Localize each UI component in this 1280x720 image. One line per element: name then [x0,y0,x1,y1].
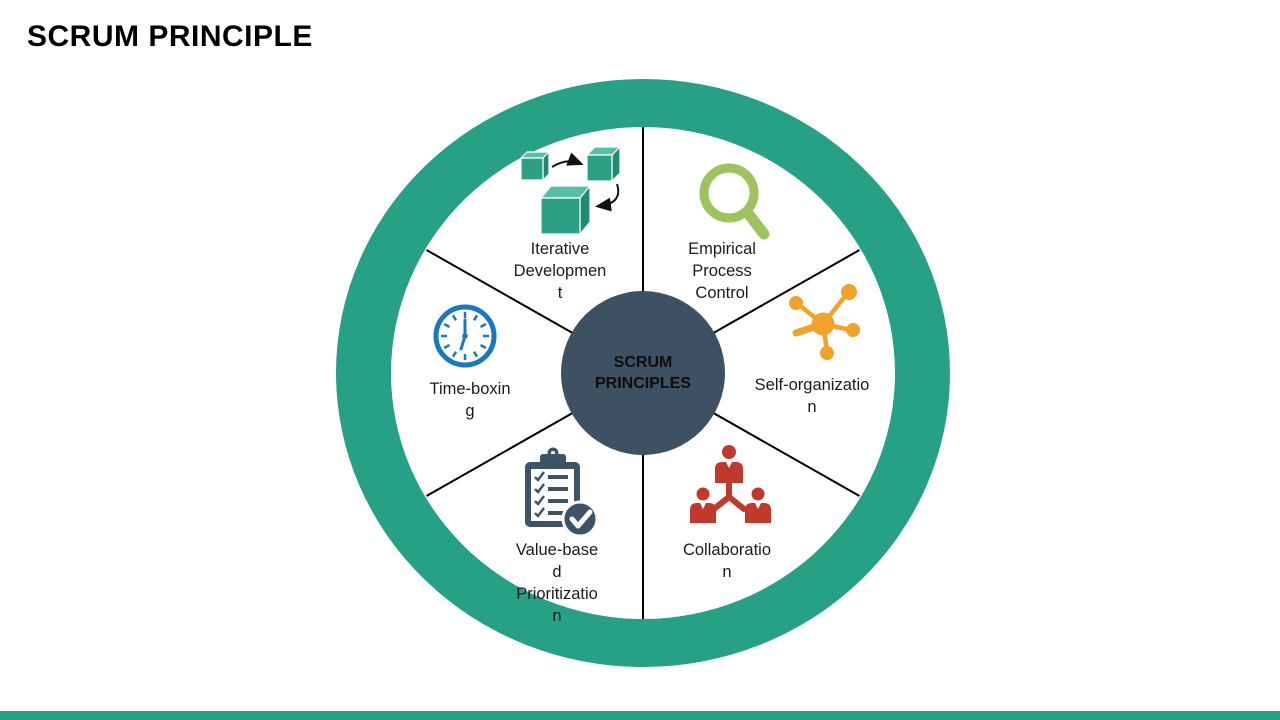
segment-label-value-based-prioritization: Value-base d Prioritizatio n [515,541,599,625]
clock-icon [433,304,497,368]
magnifier-icon [699,163,770,240]
checklist-icon [525,447,599,538]
hub-title-line: SCRUM [613,354,673,371]
bottom-accent-bar [0,711,1280,720]
segment-label-empirical-process-control: Empirical Process Control [688,240,756,302]
segment-label-time-boxing: Time-boxin g [429,380,511,420]
segment-label-self-organization: Self-organizatio n [754,376,870,416]
hub-title-line: PRINCIPLES [594,375,691,392]
page-title: SCRUM PRINCIPLE [27,20,313,53]
network-icon [789,284,860,360]
team-icon [690,445,771,523]
cubes-icon [520,146,621,235]
segment-label-iterative-development: Iterative Developmen t [513,240,607,302]
segment-label-collaboration: Collaboratio n [682,541,772,581]
hub-circle: SCRUM PRINCIPLES [561,291,725,455]
